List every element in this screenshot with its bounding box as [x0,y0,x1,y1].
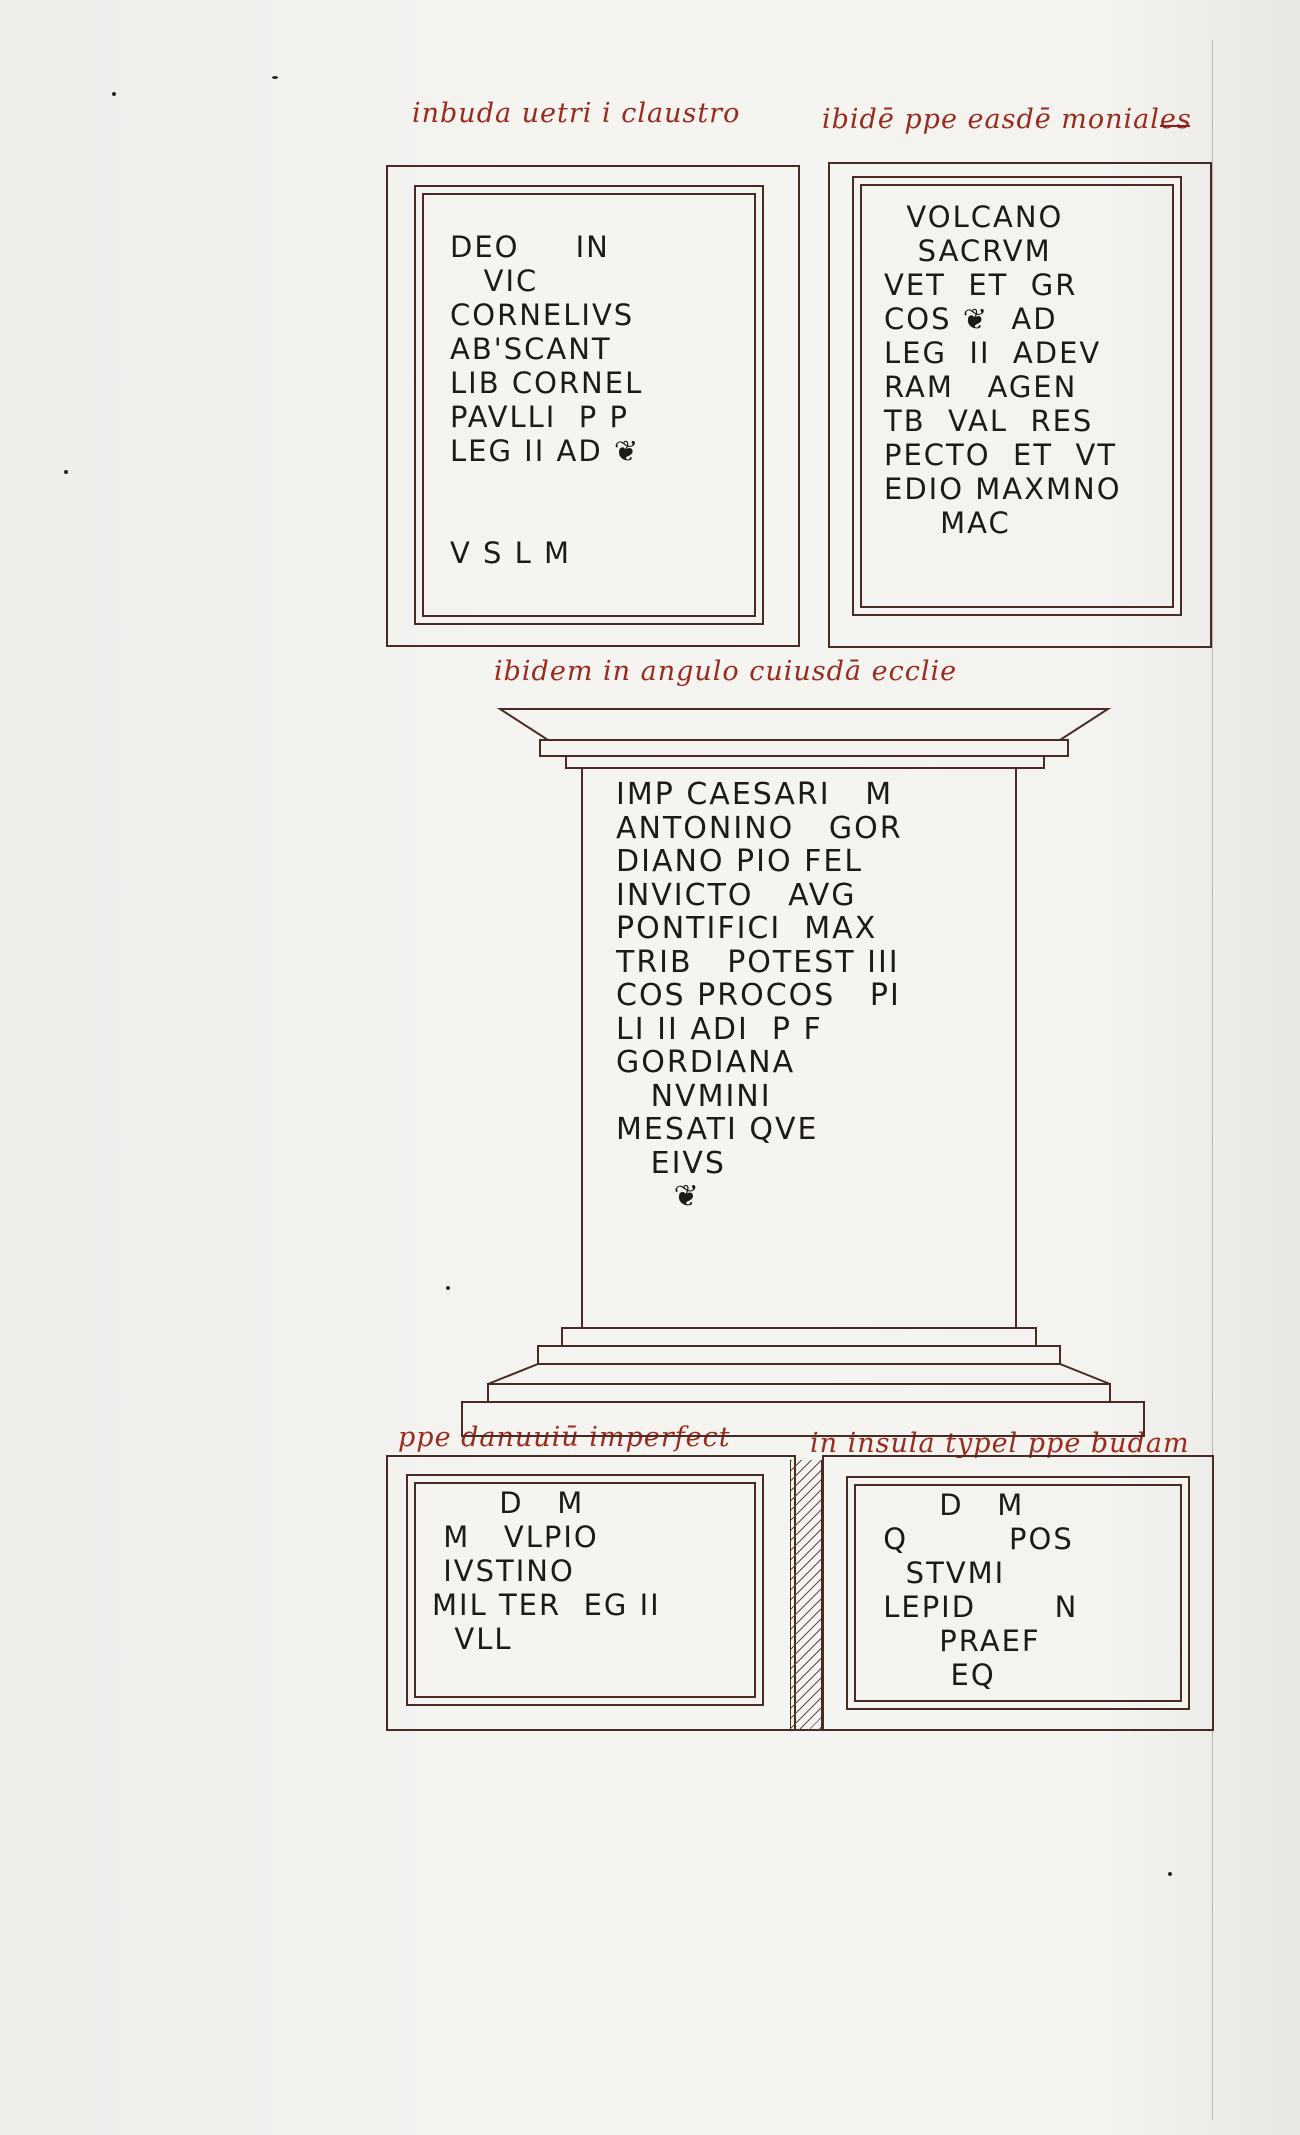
inscription-line: EQ [872,1658,996,1692]
ruling-line [1212,40,1213,2120]
inscription-bottom-left: D M M VLPIO IVSTINO MIL TER EG II VLL [432,1486,661,1656]
inscription-line: M VLPIO [432,1520,599,1554]
inscription-line: D M [872,1488,1025,1522]
inscription-line: PONTIFICI MAX [616,911,878,946]
inscription-line: LEPID N [872,1590,1079,1624]
inscription-line: COS ❦ AD [884,302,1058,336]
inscription-line: LIB CORNEL [450,366,644,400]
inscription-line: VOLCANO [884,200,1064,234]
inscription-line: STVMI [872,1556,1006,1590]
inscription-line: LI II ADI P F [616,1011,823,1047]
ink-speck [64,470,68,474]
inscription-line: IMP CAESARI M [616,777,894,812]
inscription-altar: IMP CAESARI M ANTONINO GOR DIANO PIO FEL… [616,778,903,1214]
inscription-line: COS PROCOS PI [616,978,901,1013]
altar-base-step [537,1345,1061,1365]
rubric-dash [1160,125,1190,127]
stone-frame-top-right [828,162,1212,648]
inscription-line: MESATI QVE [616,1112,819,1147]
inscription-line: DIANO PIO FEL [616,844,864,879]
altar-base-step [487,1383,1111,1403]
inscription-top-left: DEO IN VIC CORNELIVS AB'SCANT LIB CORNEL… [450,230,643,570]
inscription-line: INVICTO AVG [616,877,857,913]
inscription-line: PRAEF [872,1624,1041,1658]
inscription-line: LEG II ADEV [884,336,1102,370]
inscription-line: Q POS [872,1522,1074,1556]
inscription-line: TB VAL RES [884,404,1094,438]
altar-cornice-band [565,755,1045,769]
inscription-line: LEG II AD ❦ [450,434,641,468]
inscription-line: GORDIANA [616,1045,796,1080]
inscription-line: VLL [432,1622,513,1656]
inscription-line: AB'SCANT [450,332,612,366]
inscription-top-right: VOLCANO SACRVM VET ET GR COS ❦ AD LEG II… [884,200,1122,540]
inscription-line: CORNELIVS [450,298,635,332]
ink-speck [112,92,116,96]
inscription-line: EIVS [616,1145,726,1181]
altar-base-step [561,1327,1037,1347]
rubric-top-right: ibidē ppe easdē moniales [822,104,1192,135]
inscription-line: TRIB POTEST III [616,944,900,980]
inscription-line: DEO IN [450,230,610,264]
inscription-line: MAC [884,506,1011,540]
inscription-line: PECTO ET VT [884,438,1118,472]
inscription-line: EDIO MAXMNO [884,472,1122,506]
altar-base-splay [487,1363,1111,1385]
rubric-middle: ibidem in angulo cuiusdā ecclie [494,656,958,687]
ink-speck [272,76,278,79]
altar-plinth [461,1401,1145,1437]
rubric-bottom-right: in insula typel ppe budam [810,1428,1190,1459]
rubric-top-left: inbuda uetri i claustro [412,98,741,129]
inscription-line: D M [432,1486,585,1520]
ink-speck [1168,1872,1172,1876]
stone-panel-top-left [414,185,764,625]
inscription-line: RAM AGEN [884,370,1078,404]
inscription-line: PAVLLI P P [450,400,629,434]
inscription-line: ANTONINO GOR [616,810,903,846]
stone-frame-bottom-right [822,1455,1214,1731]
altar-cornice [496,708,1112,741]
inscription-line: NVMINI [616,1078,772,1114]
hatched-separator [790,1460,822,1730]
ink-speck [446,1286,450,1290]
inscription-line: MIL TER EG II [432,1588,661,1622]
stone-frame-top-left [386,165,800,647]
stone-panel-top-right [852,176,1182,616]
stone-panel-bottom-right [846,1476,1190,1710]
stone-panel-bottom-left [406,1474,764,1706]
inscription-line: SACRVM [884,234,1052,268]
inscription-bottom-right: D M Q POS STVMI LEPID N PRAEF EQ [872,1488,1078,1692]
rubric-bottom-left: ppe danuuiū imperfect [398,1422,731,1453]
inscription-line: VET ET GR [884,268,1078,302]
inscription-line: V S L M [450,536,572,570]
inscription-line: VIC [450,264,539,298]
inscription-line: IVSTINO [432,1554,575,1588]
altar-cornice-band [539,739,1069,757]
inscription-line: ❦ [616,1179,701,1214]
